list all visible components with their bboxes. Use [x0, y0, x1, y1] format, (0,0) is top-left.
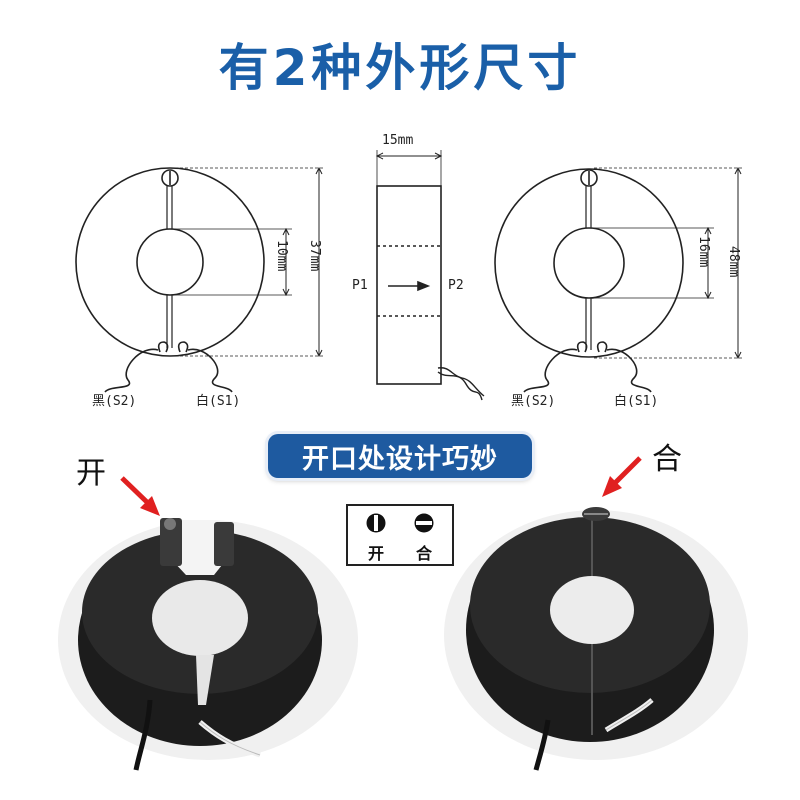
large-ct-lead-left-label: 黑(S2): [511, 394, 556, 409]
opening-design-banner: 开口处设计巧妙: [268, 434, 532, 478]
screw-close-icon: [414, 513, 434, 533]
small-ct-inner-hole: [136, 228, 204, 296]
small-ct-lead-black: [104, 348, 159, 393]
side-view-p1-label: P1: [352, 278, 368, 293]
photo-open-core: [58, 518, 358, 771]
open-callout-arrow-icon: [120, 476, 160, 516]
open-core-hole: [152, 580, 248, 656]
large-ct-drawing: [494, 166, 744, 393]
page-title: 有2种外形尺寸: [218, 39, 582, 97]
screw-legend-box: 开 合: [346, 504, 454, 566]
photo-closed-core: [444, 507, 748, 771]
small-ct-outer-ring: [75, 167, 265, 357]
small-ct-lead-white: [187, 348, 233, 393]
large-ct-inner-hole: [553, 227, 625, 299]
side-view-p2-label: P2: [448, 278, 464, 293]
legend-open: 开: [356, 512, 396, 564]
small-ct-lead-right-label: 白(S1): [196, 394, 241, 409]
closed-core-hole: [550, 576, 634, 644]
small-ct-lead-left-label: 黑(S2): [92, 394, 137, 409]
legend-open-label: 开: [367, 544, 384, 563]
small-ct-outer-dim: 37mm: [307, 240, 322, 272]
large-ct-outer-dim: 48mm: [726, 246, 741, 278]
legend-close: 合: [404, 512, 444, 564]
screw-open-icon: [366, 513, 386, 533]
large-ct-outer-ring: [494, 168, 684, 358]
legend-close-label: 合: [415, 544, 432, 563]
large-ct-lead-right-label: 白(S1): [614, 394, 659, 409]
large-ct-lead-white: [606, 348, 652, 393]
small-ct-drawing: [75, 166, 325, 393]
close-callout-arrow-icon: [602, 456, 642, 497]
side-view-drawing: [375, 150, 485, 401]
callout-open-label: 开: [76, 456, 106, 491]
side-view-width-dim: 15mm: [382, 133, 414, 148]
large-ct-lead-black: [523, 348, 578, 393]
small-ct-inner-dim: 10mm: [274, 240, 289, 272]
side-view-body: [376, 185, 442, 385]
large-ct-inner-dim: 16mm: [696, 236, 711, 268]
callout-close-label: 合: [652, 442, 682, 477]
